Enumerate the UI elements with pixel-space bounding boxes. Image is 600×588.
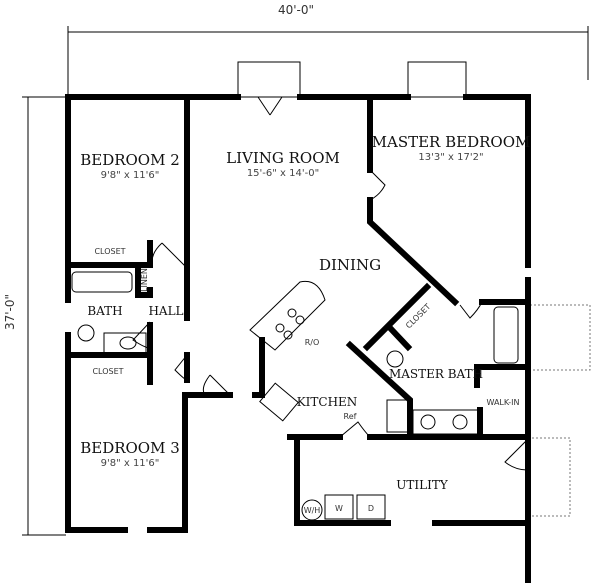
linen-label: LINEN bbox=[140, 268, 149, 292]
washer-label: W bbox=[335, 504, 343, 513]
hall-label: HALL bbox=[148, 304, 183, 318]
range-label: R/O bbox=[305, 338, 320, 347]
walk-in-label: WALK-IN bbox=[486, 398, 519, 407]
master-bedroom-size: 13'3" x 17'2" bbox=[418, 152, 483, 163]
bath-label: BATH bbox=[87, 304, 122, 318]
depth-dimension: 37'-0" bbox=[3, 294, 17, 330]
master-bedroom-label: MASTER BEDROOM bbox=[372, 133, 531, 151]
dining-label: DINING bbox=[319, 256, 381, 274]
bedroom3-size: 9'8" x 11'6" bbox=[101, 458, 160, 469]
master-bath-label: MASTER BATH bbox=[389, 367, 483, 381]
living-room-label: LIVING ROOM bbox=[226, 149, 340, 167]
water-heater-label: W/H bbox=[304, 506, 321, 515]
doors bbox=[132, 96, 528, 471]
bedroom2-size: 9'8" x 11'6" bbox=[101, 170, 160, 181]
windows bbox=[237, 61, 591, 517]
bedroom2-label: BEDROOM 2 bbox=[80, 151, 180, 169]
width-dimension: 40'-0" bbox=[278, 3, 314, 17]
living-room-size: 15'-6" x 14'-0" bbox=[247, 168, 319, 179]
bedroom3-label: BEDROOM 3 bbox=[80, 439, 180, 457]
walls bbox=[65, 94, 531, 583]
dimension-lines bbox=[22, 26, 589, 536]
dryer-label: D bbox=[368, 504, 374, 513]
closet-label: CLOSET bbox=[94, 247, 125, 256]
fixtures bbox=[71, 271, 519, 521]
kitchen-label: KITCHEN bbox=[297, 395, 358, 409]
utility-label: UTILITY bbox=[396, 478, 449, 492]
ref-label: Ref bbox=[344, 412, 357, 421]
closet-label: CLOSET bbox=[92, 367, 123, 376]
